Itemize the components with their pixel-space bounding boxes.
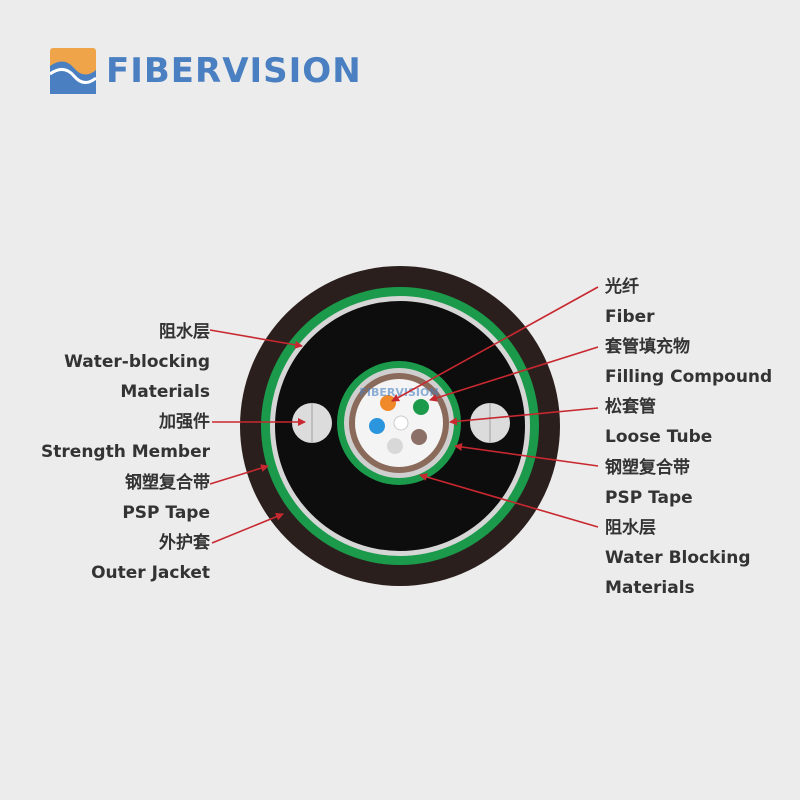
label-water-blocking-en1-right: Water Blocking [605,548,751,568]
label-strength-member-cn: 加强件 [159,412,210,432]
label-water-blocking-en1: Water-blocking [64,352,210,372]
label-fiber-en: Fiber [605,307,655,327]
fiber-blue [369,418,385,434]
label-loose-tube-en: Loose Tube [605,427,713,447]
arrow-psp-tape-right [454,443,599,467]
watermark: FIBERVISION [359,386,438,399]
label-psp-tape-cn: 钢塑复合带 [125,473,210,493]
label-fiber-cn: 光纤 [605,277,639,297]
label-loose-tube-cn: 松套管 [605,397,656,417]
fibervision-logo-icon [50,48,96,94]
fiber-gray [387,438,403,454]
label-outer-jacket-en: Outer Jacket [91,563,210,583]
label-psp-tape-en: PSP Tape [122,503,210,523]
label-psp-tape-cn-right: 钢塑复合带 [605,458,690,478]
arrow-loose-tube [449,407,599,426]
arrow-filling [429,346,599,402]
brand-name: FIBERVISION [106,51,362,91]
label-strength-member-en: Strength Member [41,442,210,462]
fiber-white-center [393,415,409,431]
fiber-brown [411,429,427,445]
label-filling-cn: 套管填充物 [605,337,690,357]
label-water-blocking-cn-right: 阻水层 [605,518,656,538]
brand-logo: FIBERVISION [50,48,362,94]
arrow-fiber [391,286,599,402]
label-water-blocking-en2-right: Materials [605,578,695,598]
arrow-psp-tape-left [209,464,269,485]
label-water-blocking-cn: 阻水层 [159,322,210,342]
label-filling-en: Filling Compound [605,367,773,387]
arrow-water-blocking-left [209,329,303,349]
label-psp-tape-en-right: PSP Tape [605,488,693,508]
fiber-green [413,399,429,415]
label-water-blocking-en2: Materials [120,382,210,402]
label-outer-jacket-cn: 外护套 [159,533,210,553]
arrow-outer-jacket [211,512,284,544]
arrow-water-blocking-right [419,473,599,528]
